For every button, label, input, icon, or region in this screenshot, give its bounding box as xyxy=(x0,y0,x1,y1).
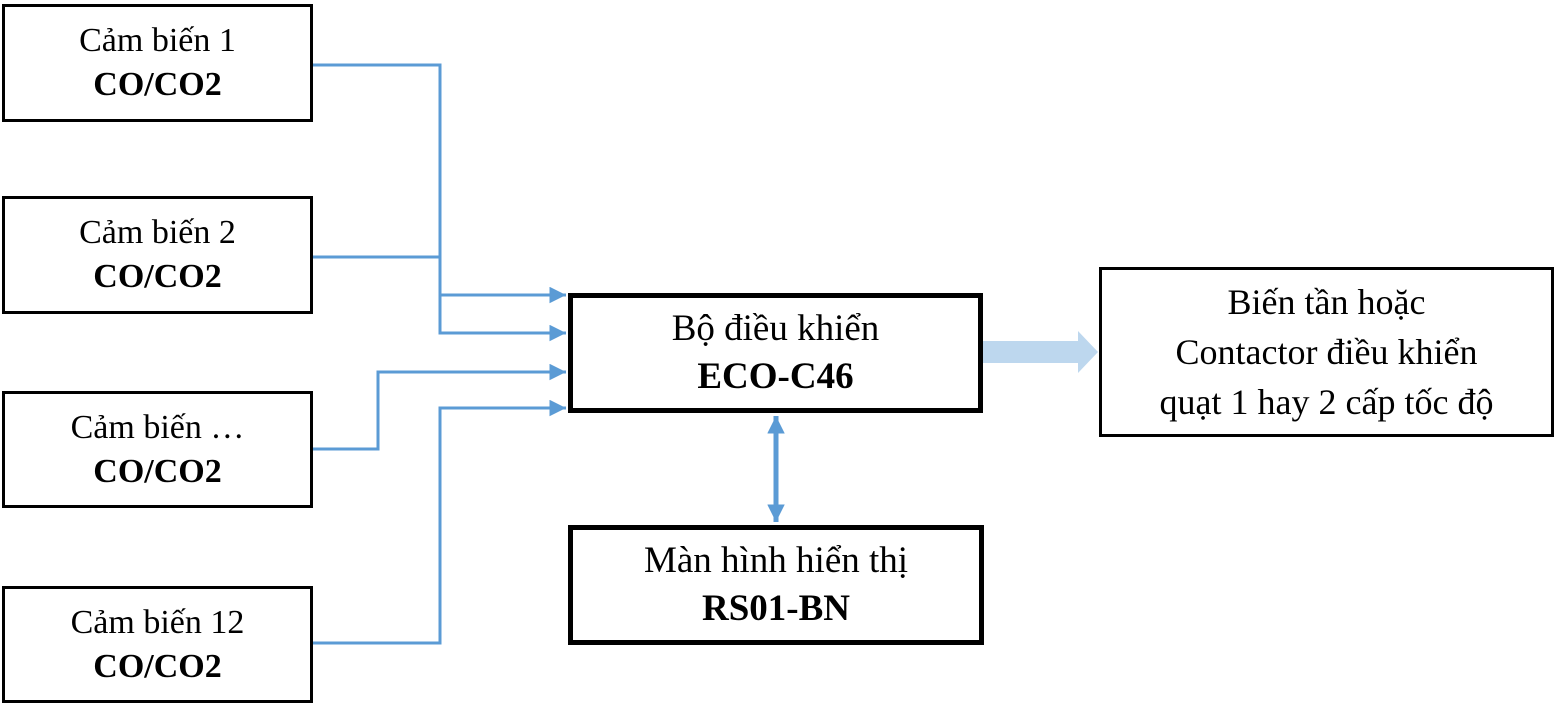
output-line-1: Biến tần hoặc xyxy=(1227,282,1426,322)
sensor4-to-controller-arrow xyxy=(313,399,566,645)
sensor-box-n: Cảm biến … CO/CO2 xyxy=(2,391,313,508)
sensor-box-2: Cảm biến 2 CO/CO2 xyxy=(2,196,313,314)
sensor-type: CO/CO2 xyxy=(93,258,222,295)
sensor-box-12: Cảm biến 12 CO/CO2 xyxy=(2,586,313,703)
controller-to-output-arrow xyxy=(983,331,1098,373)
sensor3-to-controller-arrow xyxy=(313,363,566,451)
sensor-type: CO/CO2 xyxy=(93,647,222,685)
sensor-name: Cảm biến 1 xyxy=(79,22,236,59)
sensor-type: CO/CO2 xyxy=(93,452,222,490)
controller-name-label: Bộ điều khiển xyxy=(671,308,880,349)
output-box: Biến tần hoặc Contactor điều khiển quạt … xyxy=(1099,267,1554,437)
sensor2-to-controller-arrow xyxy=(313,255,566,342)
sensor-type: CO/CO2 xyxy=(93,66,222,103)
sensor-name: Cảm biến 12 xyxy=(70,603,245,641)
sensor-name: Cảm biến … xyxy=(70,408,245,446)
display-name-label: Màn hình hiển thị xyxy=(643,540,909,581)
output-line-3: quạt 1 hay 2 cấp tốc độ xyxy=(1159,382,1494,422)
sensor-name: Cảm biến 2 xyxy=(79,214,236,251)
sensor1-to-controller-arrow xyxy=(313,63,566,304)
display-box: Màn hình hiển thị RS01-BN xyxy=(568,525,984,645)
controller-model-label: ECO-C46 xyxy=(697,356,854,397)
display-model-label: RS01-BN xyxy=(701,588,851,629)
output-line-2: Contactor điều khiển xyxy=(1175,332,1478,372)
sensor-box-1: Cảm biến 1 CO/CO2 xyxy=(2,4,313,122)
controller-box: Bộ điều khiển ECO-C46 xyxy=(568,293,983,413)
